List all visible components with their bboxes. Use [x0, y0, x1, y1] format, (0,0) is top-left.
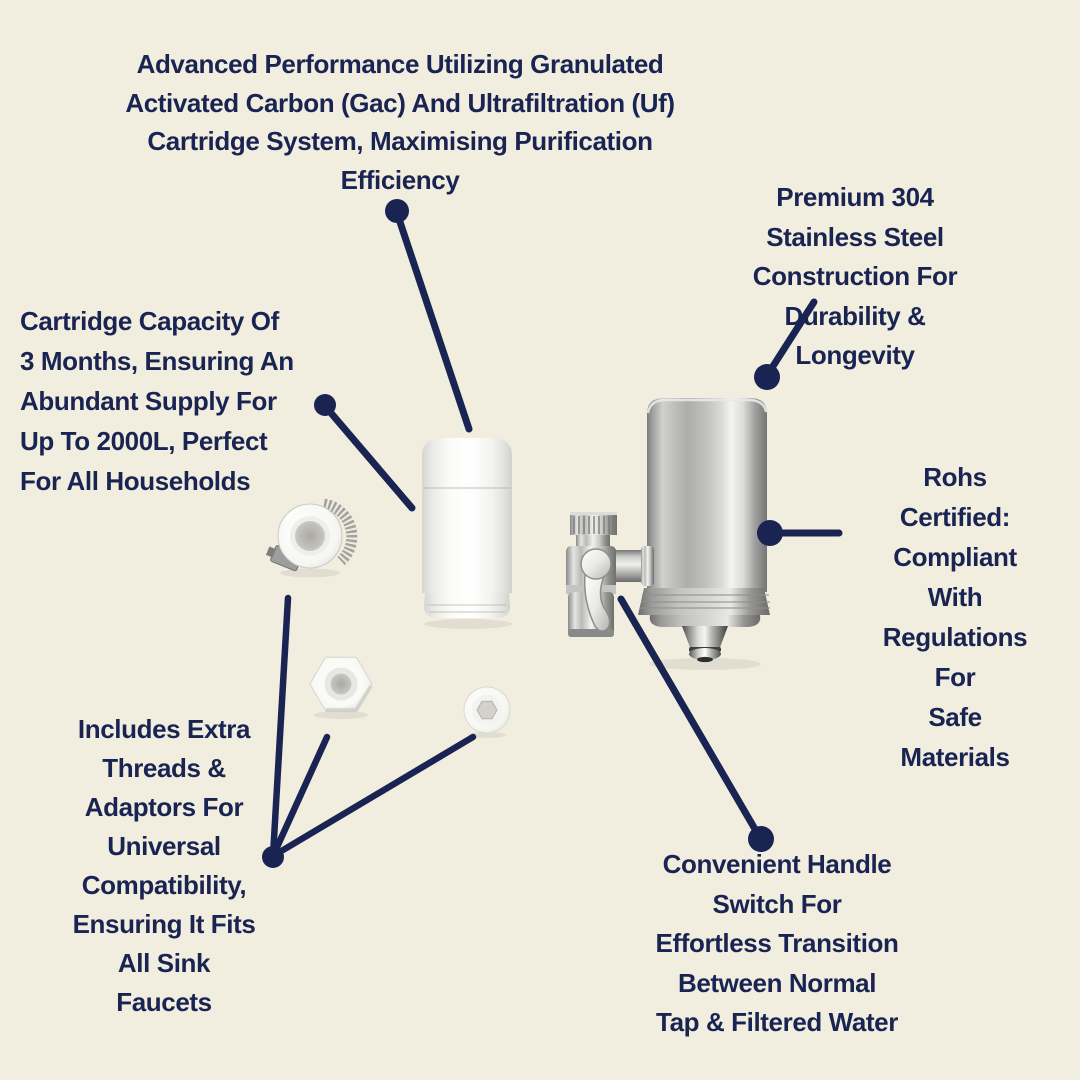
valve-handle	[580, 548, 612, 632]
connector-handle-line	[617, 595, 763, 840]
hose-clamp-ring	[266, 498, 358, 572]
callout-stainless-steel: Premium 304 Stainless Steel Construction…	[752, 182, 958, 370]
connector-adaptors-line-adaptor	[269, 733, 477, 860]
connector-rohs-dot	[757, 520, 783, 546]
diverter-valve	[566, 512, 654, 637]
part-shadows	[280, 568, 761, 738]
stainless-steel-filter-unit	[638, 398, 770, 663]
connector-cartridge-dot	[314, 394, 336, 416]
callout-gac-uf-system: Advanced Performance Utilizing Granulate…	[125, 49, 675, 195]
hex-nut-adaptor	[309, 656, 373, 712]
callout-cartridge-capacity: Cartridge Capacity Of 3 Months, Ensuring…	[20, 306, 294, 496]
connector-handle-dot	[748, 826, 774, 852]
connector-steel-dot	[754, 364, 780, 390]
connector-lines	[262, 199, 843, 868]
callout-rohs-certified: Rohs Certified: Compliant With Regulatio…	[882, 462, 1028, 772]
connector-adaptors-dot	[262, 846, 284, 868]
connector-gac-dot	[385, 199, 409, 223]
connector-adaptors-line-clamp	[269, 594, 292, 860]
connector-adaptors-line-nut	[269, 733, 331, 860]
connector-cartridge-line	[321, 402, 416, 512]
callout-handle-switch: Convenient Handle Switch For Effortless …	[655, 849, 899, 1037]
thread-adaptor	[463, 686, 511, 734]
filter-cartridge	[422, 438, 512, 618]
connector-steel-line	[764, 298, 818, 378]
callout-extra-adaptors: Includes Extra Threads & Adaptors For Un…	[72, 714, 256, 1017]
connector-gac-line	[393, 209, 473, 433]
